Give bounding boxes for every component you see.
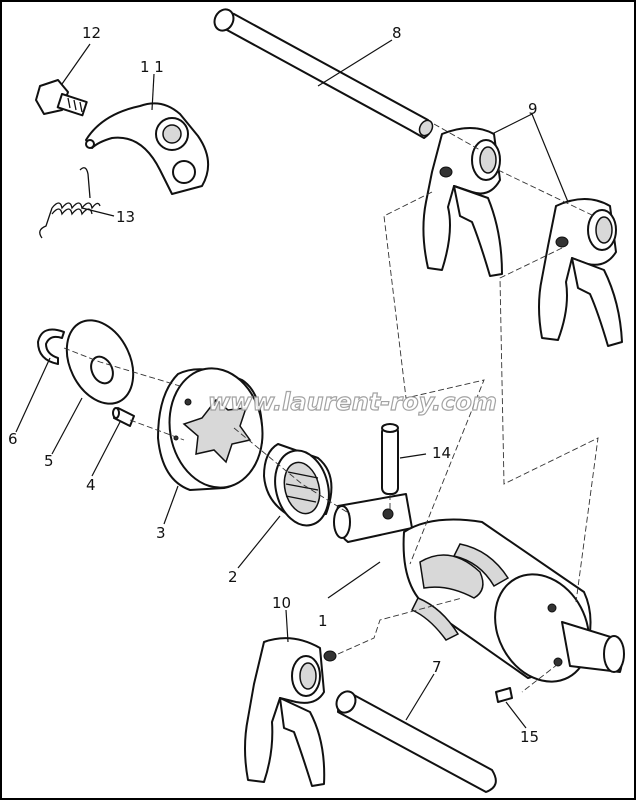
part-2-bearing	[263, 443, 333, 527]
part-9-fork-lower	[538, 198, 623, 347]
callout-10: 10	[272, 594, 291, 612]
part-8-shaft	[213, 8, 434, 139]
part-7-shaft	[335, 690, 497, 793]
leader-lines	[15, 39, 569, 729]
callout-13: 13	[116, 208, 135, 226]
callout-6: 6	[8, 430, 18, 448]
callout-7: 7	[432, 658, 442, 676]
callout-14: 14	[432, 444, 451, 462]
callout-15: 15	[520, 728, 539, 746]
callout-8: 8	[392, 24, 402, 42]
watermark-text: www.laurent-roy.com	[208, 388, 497, 416]
assembly-lines	[63, 123, 599, 693]
part-14-pin	[381, 423, 399, 495]
callout-11: 1 1	[140, 58, 164, 76]
part-6-circlip	[37, 328, 65, 365]
callout-1: 1	[318, 612, 328, 630]
part-12-bolt	[35, 79, 88, 117]
callout-9: 9	[528, 100, 538, 118]
callout-4: 4	[86, 476, 96, 494]
part-13-spring	[39, 167, 101, 239]
callout-2: 2	[228, 568, 238, 586]
part-9-fork-upper	[422, 127, 503, 277]
part-10-fork	[244, 637, 337, 787]
part-11-lever	[85, 102, 209, 195]
callout-labels: 12 1 1 13 8 9 6 5 4 3 2 14 1 10 7 15	[8, 24, 539, 746]
callout-3: 3	[156, 524, 166, 542]
part-15-pin	[495, 687, 513, 703]
part-3-segment	[157, 367, 264, 491]
callout-5: 5	[44, 452, 54, 470]
part-1-shift-drum	[333, 493, 625, 683]
part-4-dowel	[112, 407, 135, 427]
callout-12: 12	[82, 24, 101, 42]
